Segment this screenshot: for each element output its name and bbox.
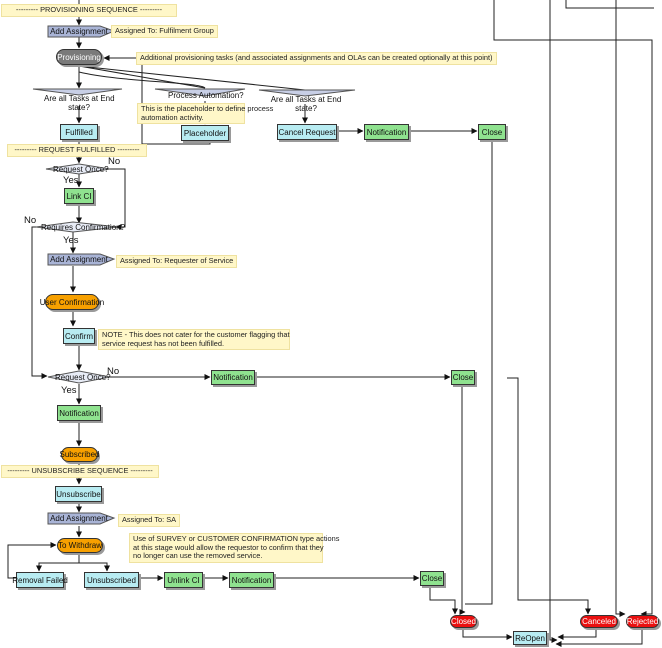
decision-requires-confirmation <box>35 221 119 233</box>
note-assigned-requester: Assigned To: Requester of Service <box>116 255 238 268</box>
node-notification-2[interactable]: Notification <box>211 370 255 385</box>
note-assigned-sa: Assigned To: SA <box>118 514 181 527</box>
node-to-withdraw[interactable]: To Withdraw <box>57 538 103 553</box>
node-removal-failed[interactable]: Removal Failed <box>12 572 68 588</box>
node-subscribed[interactable]: Subscribed <box>59 447 100 462</box>
note-placeholder: This is the placeholder to define proces… <box>137 103 274 124</box>
edge-label-no-1: No <box>108 156 121 167</box>
edge-label-no-2: No <box>24 215 37 226</box>
node-placeholder[interactable]: Placeholder <box>181 125 229 141</box>
edge-label-yes-1: Yes <box>63 175 79 186</box>
node-notification-3[interactable]: Notification <box>57 405 101 421</box>
decision-tasks-end-2 <box>258 89 356 97</box>
note-confirm: NOTE - This does not cater for the custo… <box>98 329 290 350</box>
decision-tasks-end-2-line-2: state? <box>295 104 317 113</box>
node-closed[interactable]: Closed <box>450 615 477 628</box>
decision-tasks-end-2-label: Are all Tasks at End state? <box>270 95 342 113</box>
add-assignment-2-label[interactable]: Add Assignment <box>50 255 108 264</box>
node-notification-1[interactable]: Notification <box>364 124 409 140</box>
banner-request-fulfilled: --------- REQUEST FULFILLED --------- <box>7 144 147 157</box>
note-additional-tasks: Additional provisioning tasks (and assoc… <box>136 52 497 65</box>
note-placeholder-line-1: This is the placeholder to define proces… <box>141 104 274 113</box>
node-close-1[interactable]: Close <box>478 124 506 140</box>
decision-tasks-end-1-label: Are all Tasks at End state? <box>44 94 115 112</box>
note-confirm-line-2: service request has not been fulfilled. <box>102 338 225 348</box>
decision-requires-confirmation-label: Requires Confirmation? <box>41 223 126 232</box>
decision-request-once-2-label: Request Once? <box>55 373 111 382</box>
note-assigned-fulfilment: Assigned To: Fulfilment Group <box>111 25 218 38</box>
node-close-3[interactable]: Close <box>420 571 444 586</box>
add-assignment-1-label[interactable]: Add Assignment <box>50 27 108 36</box>
node-notification-4[interactable]: Notification <box>229 572 274 588</box>
edge-label-no-3: No <box>107 366 120 377</box>
node-unsubscribe[interactable]: Unsubscribe <box>55 486 102 502</box>
note-survey-line-1: Use of SURVEY or CUSTOMER CONFIRMATION t… <box>133 534 340 543</box>
note-placeholder-line-2: automation activity. <box>141 112 204 122</box>
decision-request-once-1-label: Request Once? <box>53 165 109 174</box>
decision-tasks-end-2-line-1: Are all Tasks at End <box>270 95 342 104</box>
node-reopen[interactable]: ReOpen <box>513 631 547 645</box>
assignment-shape-1 <box>47 25 116 38</box>
assignment-shape-3 <box>47 512 116 525</box>
decision-tasks-end-1-line-1: Are all Tasks at End <box>44 94 115 103</box>
node-user-confirmation[interactable]: User Confirmation <box>40 294 104 310</box>
banner-unsubscribe: --------- UNSUBSCRIBE SEQUENCE --------- <box>1 465 159 478</box>
node-unlink-ci[interactable]: Unlink CI <box>164 572 203 588</box>
node-provisioning[interactable]: Provisioning <box>56 49 102 65</box>
banner-provisioning: --------- PROVISIONING SEQUENCE --------… <box>1 4 177 17</box>
decision-request-once-1 <box>45 163 111 175</box>
note-survey-line-3: no longer can use the removed service. <box>133 551 263 560</box>
node-rejected[interactable]: Rejected <box>626 615 659 628</box>
note-survey: Use of SURVEY or CUSTOMER CONFIRMATION t… <box>129 533 340 563</box>
node-close-2[interactable]: Close <box>451 370 475 385</box>
assignment-shape-2 <box>47 253 116 266</box>
node-confirm[interactable]: Confirm <box>63 328 95 344</box>
note-survey-line-2: at this stage would allow the requestor … <box>133 542 324 552</box>
note-confirm-line-1: NOTE - This does not cater for the custo… <box>102 330 290 339</box>
decision-process-automation <box>154 88 246 97</box>
decision-request-once-2 <box>47 370 111 384</box>
add-assignment-3-label[interactable]: Add Assignment <box>50 514 108 523</box>
node-cancel-request[interactable]: Cancel Request <box>277 124 337 140</box>
edge-label-yes-2: Yes <box>63 235 79 246</box>
node-fulfilled[interactable]: Fulfilled <box>60 124 98 140</box>
decision-tasks-end-1 <box>32 88 123 96</box>
node-canceled[interactable]: Canceled <box>580 615 618 628</box>
node-unsubscribed[interactable]: Unsubscribed <box>84 572 139 588</box>
edge-label-yes-3: Yes <box>61 385 77 396</box>
decision-process-automation-label: Process Automation? <box>168 91 244 100</box>
decision-tasks-end-1-line-2: state? <box>68 103 90 112</box>
node-link-ci[interactable]: Link CI <box>64 188 94 204</box>
